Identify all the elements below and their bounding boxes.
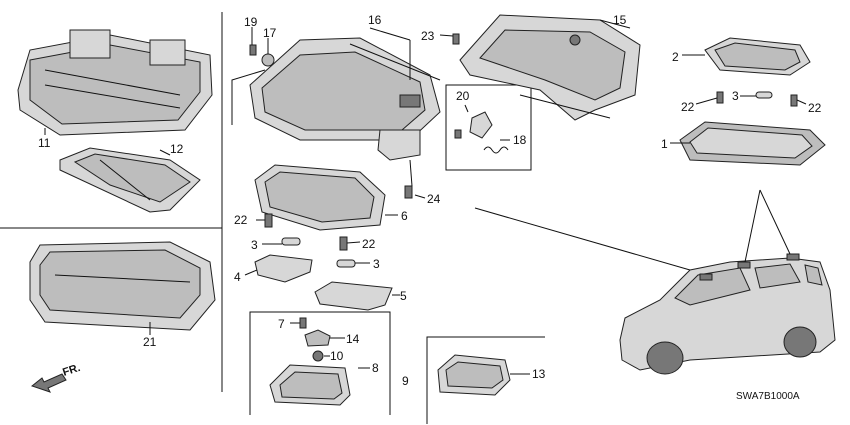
part-15-bracket [459, 14, 641, 121]
callout-9: 9 [402, 374, 409, 388]
callout-16: 16 [368, 13, 382, 27]
callout-23: 23 [421, 29, 435, 43]
part-6-unit [254, 164, 386, 231]
callout-2: 2 [672, 50, 679, 64]
callout-18: 18 [513, 133, 527, 147]
callout-3-b: 3 [251, 238, 258, 252]
part-2-lamp [704, 37, 811, 76]
front-arrow [30, 373, 67, 393]
part-3-bulb-c [336, 259, 356, 268]
callout-3-c: 3 [373, 257, 380, 271]
part-24-screw [404, 185, 413, 199]
diagram-code: SWA7B1000A [736, 391, 800, 402]
callout-14: 14 [346, 332, 360, 346]
callout-19: 19 [244, 15, 258, 29]
callout-1: 1 [661, 137, 668, 151]
callout-22-a: 22 [681, 100, 695, 114]
part-20-bracket [454, 111, 493, 139]
part-19-screw [249, 44, 257, 56]
part-4-socket [254, 254, 313, 283]
part-5-board [314, 281, 393, 311]
callout-3-a: 3 [732, 89, 739, 103]
callout-13: 13 [532, 367, 546, 381]
part-22-screw-b [790, 94, 798, 107]
part-3-bulb-a [755, 91, 773, 99]
callout-22-d: 22 [362, 237, 376, 251]
front-marker-text: FR. [61, 362, 82, 379]
callout-10: 10 [330, 349, 344, 363]
part-18-spring [483, 146, 509, 154]
leader-lines [44, 19, 807, 375]
callout-7: 7 [278, 317, 285, 331]
frame-16-left [231, 69, 266, 125]
callout-12: 12 [170, 142, 184, 156]
frame-20-18 [445, 84, 532, 171]
part-11-console-base [17, 29, 213, 136]
vehicle-illustration [619, 253, 836, 375]
part-23-bolt [452, 33, 460, 45]
part-13-module [437, 354, 511, 396]
part-14-switch [304, 329, 331, 347]
part-22-screw-a [716, 91, 724, 104]
callout-15: 15 [613, 13, 627, 27]
part-1-lens [679, 121, 826, 166]
part-12-tray [59, 147, 201, 213]
frame-13 [426, 336, 545, 424]
callout-21: 21 [143, 335, 157, 349]
part-7-screw [299, 317, 307, 329]
callout-24: 24 [427, 192, 441, 206]
part-17-clip [261, 53, 275, 67]
part-22-screw-c [264, 213, 273, 228]
callout-6: 6 [401, 209, 408, 223]
callout-20: 20 [456, 89, 470, 103]
callout-17: 17 [263, 26, 277, 40]
part-3-bulb-b [281, 237, 301, 246]
callout-22-b: 22 [808, 101, 822, 115]
callout-8: 8 [372, 361, 379, 375]
callout-22-c: 22 [234, 213, 248, 227]
part-8-assembly [269, 364, 351, 406]
callout-11: 11 [38, 136, 51, 150]
callout-5: 5 [400, 289, 407, 303]
frame-9 [249, 311, 391, 415]
part-22-screw-d [339, 236, 348, 251]
part-16-housing [249, 37, 441, 161]
part-21-base [29, 241, 216, 331]
callout-4: 4 [234, 270, 241, 284]
part-10-screw [312, 350, 324, 362]
